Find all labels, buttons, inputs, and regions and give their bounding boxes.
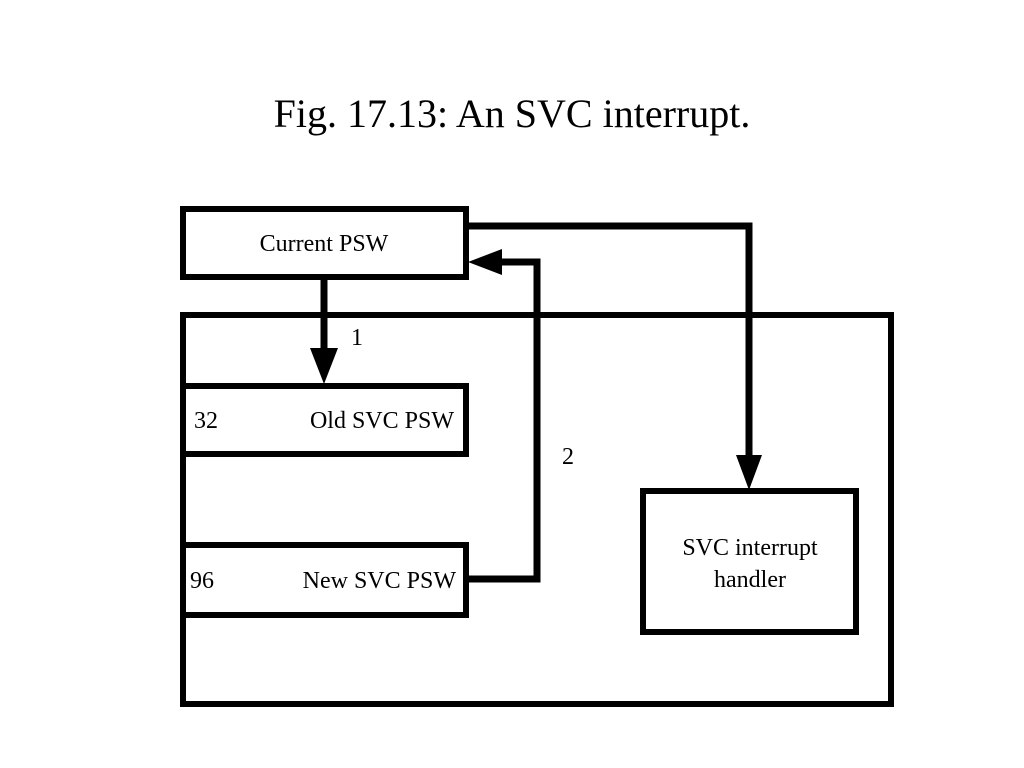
old-svc-psw-address: 32 — [194, 408, 218, 434]
arrow-step-2 — [468, 249, 541, 583]
arrow-to-handler — [468, 222, 762, 490]
new-svc-psw-box: 96 New SVC PSW — [180, 542, 469, 618]
arrow-step-2-label: 2 — [562, 444, 574, 470]
svc-handler-label-line2: handler — [714, 567, 786, 593]
new-svc-psw-address: 96 — [190, 568, 214, 594]
old-svc-psw-label: Old SVC PSW — [310, 408, 454, 434]
current-psw-label: Current PSW — [260, 231, 389, 257]
arrow-step-1-head — [310, 348, 338, 384]
new-svc-psw-label: New SVC PSW — [303, 568, 457, 594]
arrow-step-1 — [310, 280, 338, 384]
current-psw-box: Current PSW — [180, 206, 469, 280]
svc-handler-label-line1: SVC interrupt — [682, 535, 818, 561]
arrow-to-handler-head — [736, 455, 762, 490]
arrow-step-1-label: 1 — [351, 325, 363, 351]
figure-title: Fig. 17.13: An SVC interrupt. — [273, 91, 751, 136]
arrow-step-2-head — [468, 249, 502, 275]
old-svc-psw-box: 32 Old SVC PSW — [180, 383, 469, 457]
svc-handler-box: SVC interrupt handler — [640, 488, 859, 635]
